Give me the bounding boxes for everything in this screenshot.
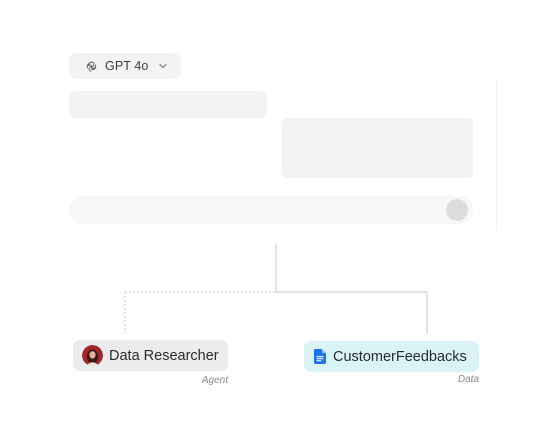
- agent-node-kind: Agent: [201, 375, 228, 386]
- avatar: [82, 345, 103, 366]
- data-node[interactable]: CustomerFeedbacks: [304, 341, 479, 372]
- data-node-kind: Data: [457, 374, 479, 385]
- chevron-down-icon: [158, 61, 168, 71]
- chat-input[interactable]: [69, 196, 473, 224]
- model-selector[interactable]: GPT 4o: [69, 53, 181, 79]
- agent-node-label: Data Researcher: [109, 347, 219, 364]
- assistant-message-placeholder: [282, 118, 473, 178]
- agent-node[interactable]: Data Researcher: [73, 340, 228, 371]
- send-button[interactable]: [446, 199, 468, 221]
- data-node-label: CustomerFeedbacks: [333, 348, 467, 365]
- card-divider: [496, 78, 497, 230]
- model-label: GPT 4o: [105, 59, 149, 73]
- document-icon: [313, 348, 327, 366]
- openai-icon: [84, 59, 98, 73]
- user-message-placeholder: [69, 91, 267, 118]
